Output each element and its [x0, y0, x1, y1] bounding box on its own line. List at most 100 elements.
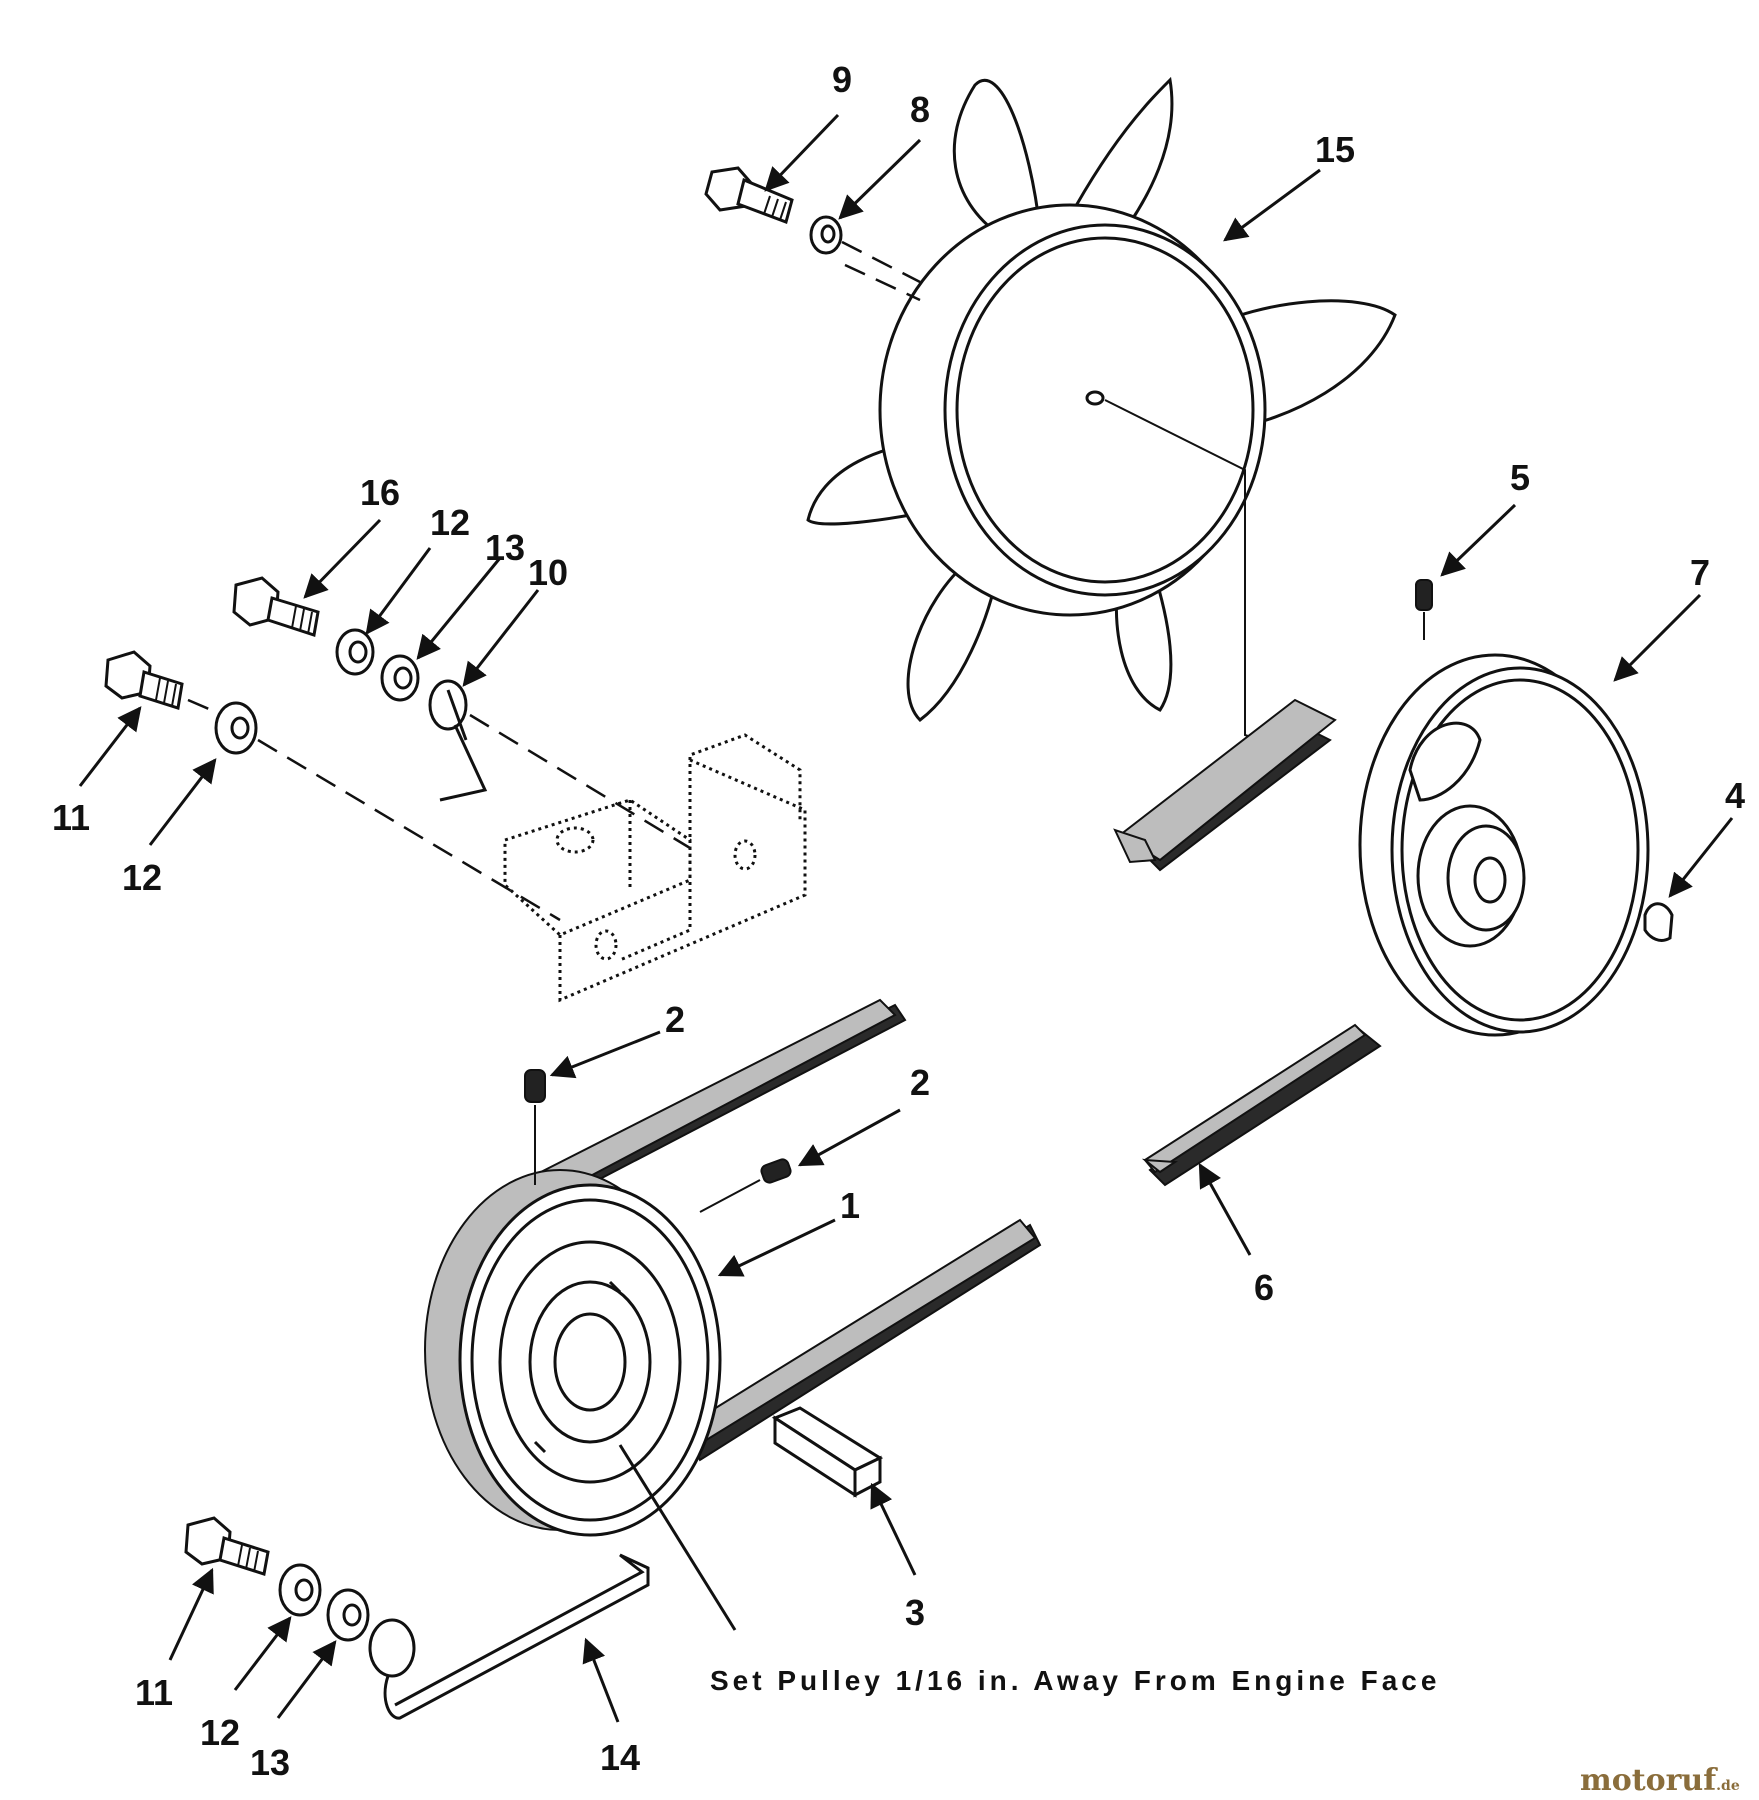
leader-13-lower — [276, 1640, 337, 1719]
bolt-11-lower — [184, 1516, 270, 1576]
set-screw — [1415, 579, 1433, 611]
callout-13-upper: 13 — [485, 527, 525, 568]
fan-center-hole — [1085, 390, 1105, 406]
washer-outer — [214, 701, 258, 755]
watermark-logo: motoruf.de — [1580, 1763, 1740, 1798]
leader-7 — [1613, 593, 1702, 682]
pulley-rim-inner — [1400, 678, 1640, 1022]
bolt-shank — [218, 1536, 270, 1576]
leader-13-upper — [416, 557, 502, 660]
pulley-hub — [528, 1280, 652, 1444]
washer-12-upper — [335, 628, 375, 676]
leader-12-upper — [365, 547, 432, 635]
bracket — [503, 733, 807, 1003]
axis-line — [699, 1179, 761, 1213]
set-screw — [760, 1158, 792, 1184]
set-screw-2-side — [699, 1158, 792, 1213]
leader-3 — [870, 1482, 917, 1576]
bracket-flange — [688, 733, 802, 820]
callout-13-lower: 13 — [250, 1742, 290, 1783]
lockwasher-13-upper — [380, 654, 420, 702]
bolt-shank — [138, 670, 184, 710]
washer-hole — [294, 1578, 314, 1602]
washer-outer — [326, 1588, 370, 1642]
callout-7: 7 — [1690, 552, 1710, 593]
belt-upper-face — [533, 998, 897, 1202]
callout-1: 1 — [840, 1185, 860, 1226]
pulley-clamp — [1408, 721, 1482, 802]
callout-2-side: 2 — [910, 1062, 930, 1103]
leader-5 — [1440, 503, 1517, 577]
callout-11-lower: 11 — [135, 1672, 173, 1713]
callout-labels: 9 8 15 5 7 4 6 16 12 13 10 11 12 2 2 1 3… — [52, 59, 1745, 1783]
fan-blade — [952, 78, 1042, 237]
bracket-hole — [555, 826, 595, 854]
leader-12-mid — [148, 758, 217, 846]
axis-line — [844, 263, 921, 302]
bolt-thread — [763, 195, 787, 221]
bolt-thread — [237, 1544, 259, 1573]
key-4 — [1643, 902, 1674, 942]
callout-6: 6 — [1254, 1267, 1274, 1308]
leader-6 — [1198, 1162, 1252, 1256]
leader-1 — [717, 1218, 836, 1277]
belt-end — [1113, 828, 1157, 864]
fan-assembly — [806, 76, 1397, 722]
bolt-thread — [155, 677, 177, 707]
belt-lower-run — [1148, 1028, 1382, 1187]
bracket-slot — [733, 839, 757, 871]
leader-12-lower — [233, 1616, 292, 1691]
callout-16: 16 — [360, 472, 400, 513]
bolt-9 — [704, 166, 794, 224]
set-screw — [524, 1069, 546, 1103]
watermark-main: motoruf — [1580, 1763, 1718, 1798]
leader-11-lower — [168, 1567, 214, 1661]
rod-14 — [368, 1553, 650, 1720]
leader-14 — [582, 1637, 620, 1723]
callout-4: 4 — [1725, 775, 1745, 816]
pulley-hub-face — [1446, 824, 1526, 932]
bolt-16 — [232, 576, 320, 637]
bracket-slot — [594, 929, 618, 961]
leader-15 — [1223, 168, 1321, 242]
callout-12-lower: 12 — [200, 1712, 240, 1753]
washer-hole — [820, 224, 836, 244]
callout-2-top: 2 — [665, 999, 685, 1040]
callout-12-upper: 12 — [430, 502, 470, 543]
bracket-side — [558, 757, 807, 1003]
belt-upper-face — [1118, 698, 1337, 862]
bracket-top — [503, 798, 692, 937]
fan-ring-inner — [955, 236, 1255, 584]
washer-outer — [335, 628, 375, 676]
leader-11-upper — [78, 706, 142, 787]
washer-hole — [230, 716, 250, 740]
pulley-set-holes — [533, 1280, 622, 1454]
callout-14: 14 — [600, 1737, 640, 1778]
washer-12-mid — [214, 701, 258, 755]
callout-11-upper: 11 — [52, 797, 90, 838]
set-screw-5 — [1415, 579, 1433, 640]
leader-10 — [462, 589, 540, 687]
belt-lower-face — [1143, 1023, 1367, 1174]
axis-line — [469, 713, 691, 850]
key-side — [773, 1415, 857, 1498]
callout-5: 5 — [1510, 457, 1530, 498]
rod-loop — [368, 1618, 416, 1678]
key-3 — [771, 1406, 884, 1498]
callout-15: 15 — [1315, 129, 1355, 170]
pulley-hub-plate — [498, 1240, 682, 1484]
leader-2-side — [797, 1108, 901, 1167]
callout-9: 9 — [832, 59, 852, 100]
washer-hole — [342, 1603, 362, 1627]
callout-10: 10 — [528, 552, 568, 593]
leader-lines — [78, 113, 1734, 1723]
bolt-thread — [291, 605, 313, 635]
set-screw-2-top — [524, 1069, 546, 1185]
callout-12-mid: 12 — [122, 857, 162, 898]
leader-4 — [1668, 817, 1734, 898]
pulley-1 — [424, 998, 1042, 1537]
rod-shaft — [383, 1553, 650, 1720]
fan-ring — [943, 223, 1267, 597]
washer-hole — [348, 640, 368, 664]
